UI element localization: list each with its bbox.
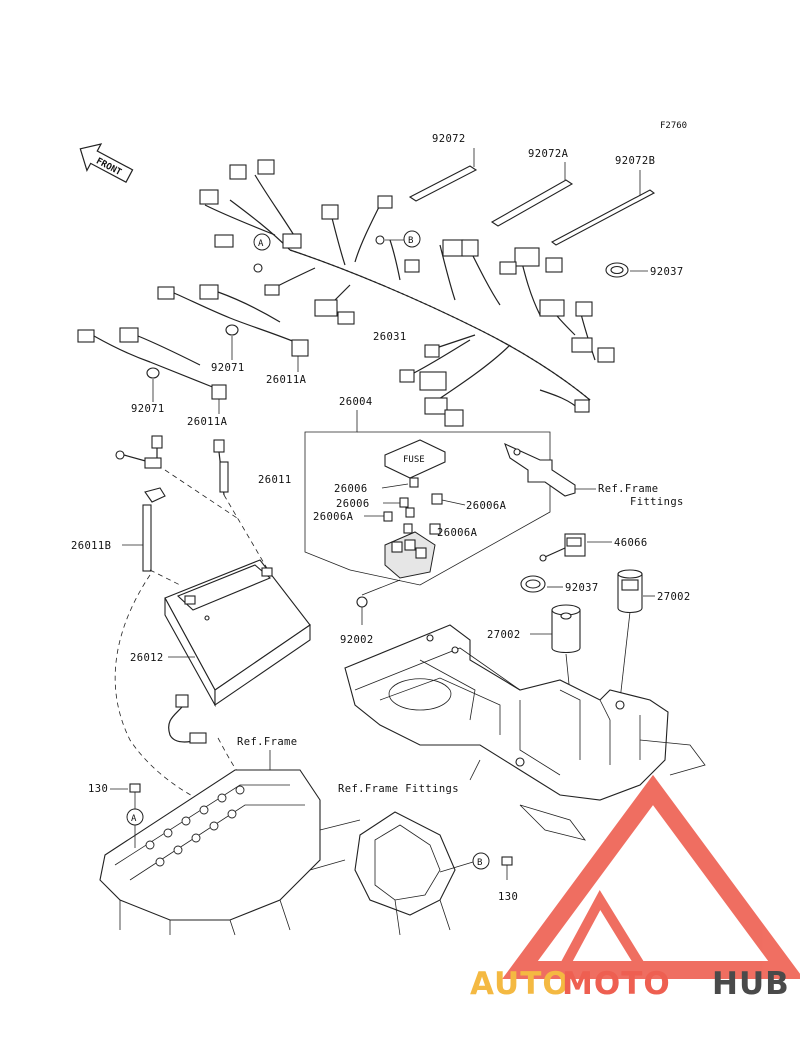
label-130-a: 130 [88,783,108,795]
label-26006A-c: 26006A [437,527,478,539]
ref-frame: Ref.Frame [237,736,298,748]
label-92037-top: 92037 [650,266,684,278]
battery-cable-26011 [213,439,269,571]
label-46066: 46066 [614,537,648,549]
label-26012: 26012 [130,652,164,664]
svg-text:A: A [258,239,264,249]
bolt-130-a [129,783,141,810]
label-26004: 26004 [339,396,373,408]
label-92072A: 92072A [528,148,569,160]
ref-frame-fittings-top-2: Fittings [630,496,684,508]
battery-26012 [164,559,311,708]
label-92071-b: 92071 [131,403,165,415]
cable-tie-92072A [490,162,574,227]
cable-tie-92072 [408,148,478,202]
label-26006-a: 26006 [334,483,368,495]
battery-sensor-lead [168,694,207,744]
cable-tie-92072B [550,170,656,246]
label-26006A-a: 26006A [313,511,354,523]
ref-frame-fittings-top-1: Ref.Frame [598,483,659,495]
label-92072: 92072 [432,133,466,145]
svg-text:B: B [408,236,413,246]
svg-text:HUB: HUB [712,966,790,1002]
fuse-box-cover: FUSE [384,439,446,479]
label-92002: 92002 [340,634,374,646]
svg-text:AUTO: AUTO [470,966,570,1002]
figure-code: F2760 [660,121,687,131]
label-27002-left: 27002 [487,629,521,641]
label-26011: 26011 [258,474,292,486]
fuse-box-label: FUSE [403,455,425,465]
label-27002-right: 27002 [657,591,691,603]
label-92071-a: 92071 [211,362,245,374]
label-26011B: 26011B [71,540,111,552]
callout-b-bottom: B [439,852,490,873]
label-92072B: 92072B [615,155,655,167]
front-arrow-icon: FRONT [79,143,134,183]
callout-b-top: B [385,230,421,248]
svg-text:B: B [477,858,482,868]
sub-harness-26011A-lower [77,327,227,400]
sub-harness-26011A-upper [157,284,309,357]
watermark-text: AUTO MOTO HUB [470,966,790,1002]
clamp-92037-mid [520,575,546,593]
label-26031: 26031 [373,331,407,343]
callout-a-bottom: A [126,808,144,848]
bracket-fuse-box [504,442,576,497]
main-harness-26031 [199,159,615,427]
watermark-logo-icon [502,774,800,979]
bolt-130-b [501,856,513,880]
label-92037-mid: 92037 [565,582,599,594]
fuse-box-base [384,531,436,579]
clamp-92037-top [605,262,648,278]
screw-92002 [356,596,368,625]
label-130-b: 130 [498,891,518,903]
battery-tray [344,624,706,841]
battery-cable-26011B [142,487,166,572]
label-26006A-b: 26006A [466,500,507,512]
label-26011A-a: 26011A [266,374,307,386]
svg-text:A: A [131,814,137,824]
cover-27002-left [551,604,581,654]
cover-27002-right [617,569,643,614]
label-26011A-b: 26011A [187,416,228,428]
relay-46066 [539,533,586,562]
label-26006-b: 26006 [336,498,370,510]
fuses [383,477,443,535]
frame-structure [99,769,456,936]
ref-frame-fittings-bottom: Ref.Frame Fittings [338,783,459,795]
callout-a-top: A [253,233,271,251]
battery-cable-upper [115,435,163,469]
svg-text:MOTO: MOTO [562,966,671,1002]
